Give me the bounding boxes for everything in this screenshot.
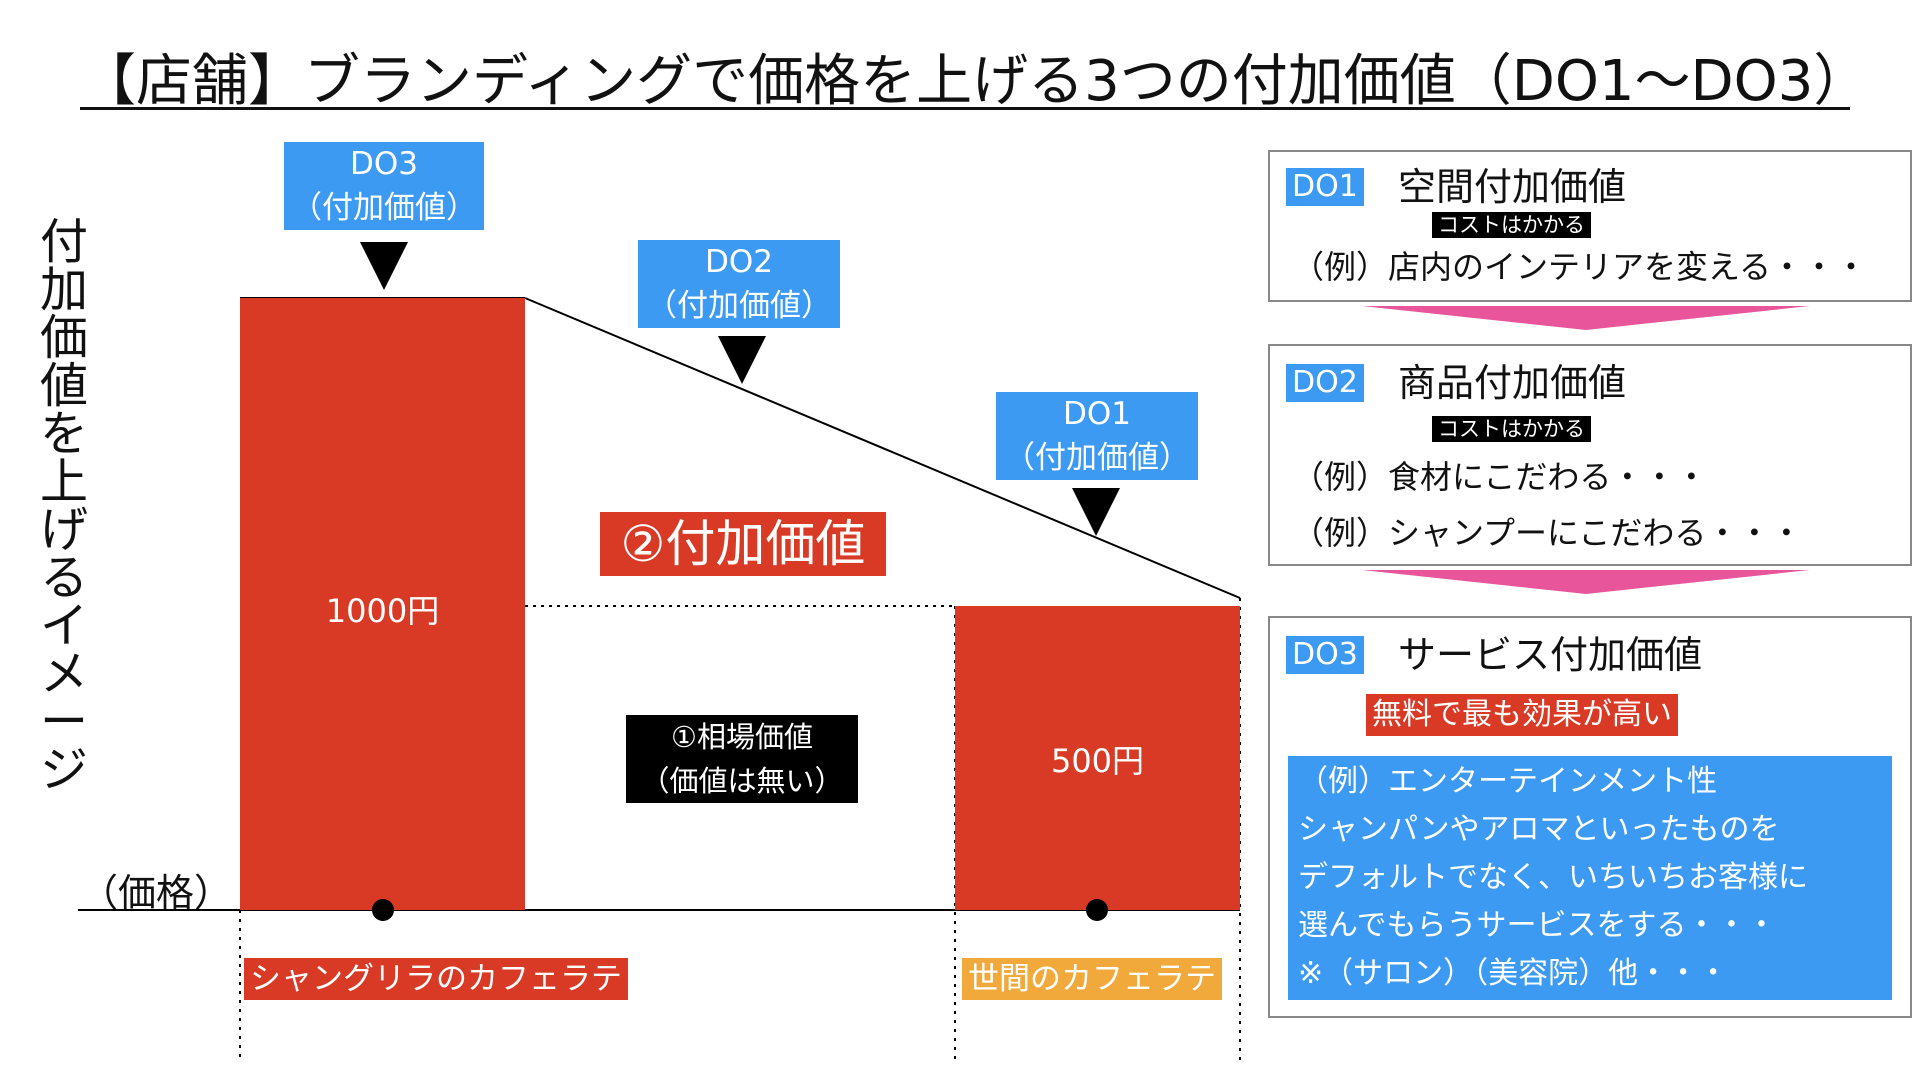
- do-tag-sub: （付加価値）: [291, 190, 477, 226]
- baseline-dot: [1086, 899, 1108, 921]
- y-axis-char: 付: [39, 214, 88, 270]
- panel-code-badge: DO1: [1286, 168, 1364, 206]
- panel-code-badge: DO2: [1286, 364, 1364, 402]
- y-axis-char: げ: [39, 502, 88, 558]
- added-value-label: ②付加価値: [600, 512, 886, 576]
- product-label-market: 世間のカフェラテ: [962, 958, 1222, 1000]
- title-underline: [80, 107, 1850, 110]
- panel-do1: DO1 空間付加価値 コストはかかる （例）店内のインテリアを変える・・・: [1268, 150, 1912, 302]
- cost-badge: コストはかかる: [1432, 212, 1591, 238]
- baseline-dot: [372, 899, 394, 921]
- panel-code-badge: DO3: [1286, 636, 1364, 674]
- do3-arrow-icon: [360, 242, 408, 290]
- service-line: 選んでもらうサービスをする・・・: [1298, 908, 1777, 943]
- service-line: デフォルトでなく、いちいちお客様に: [1298, 860, 1808, 895]
- panel-title: 商品付加価値: [1398, 361, 1627, 405]
- y-axis-label: 付 加 価 値 を 上 げ る イ メ ー ジ: [34, 218, 94, 794]
- y-axis-char: イ: [39, 598, 88, 654]
- y-axis-char: 上: [39, 454, 88, 510]
- y-axis-char: 値: [39, 358, 88, 414]
- cost-badge: コストはかかる: [1432, 416, 1591, 442]
- added-value-diagonal: [524, 297, 1241, 599]
- y-axis-char: る: [39, 550, 88, 606]
- price-axis-label: （価格）: [80, 871, 233, 915]
- free-highlight-badge: 無料で最も効果が高い: [1366, 694, 1678, 736]
- price-bar-market: 500円: [955, 606, 1240, 910]
- product-label-shangrila: シャングリラのカフェラテ: [244, 958, 628, 1000]
- pink-arrow-icon: [1362, 306, 1810, 330]
- panel-do3: DO3 サービス付加価値 無料で最も効果が高い （例）エンターテインメント性 シ…: [1268, 616, 1912, 1018]
- do1-arrow-icon: [1072, 488, 1120, 536]
- do-tag-code: DO3: [350, 146, 418, 182]
- do2-arrow-icon: [718, 336, 766, 384]
- do-tag-code: DO1: [1063, 396, 1131, 432]
- page-title: 【店舗】ブランディングで価格を上げる3つの付加価値（DO1〜DO3）: [80, 49, 1870, 114]
- market-value-box: ①相場価値 （価値は無い）: [626, 715, 858, 803]
- y-axis-char: ジ: [39, 742, 88, 798]
- y-axis-char: 価: [39, 310, 88, 366]
- panel-example: （例）シャンプーにこだわる・・・: [1292, 514, 1803, 552]
- panel-example: （例）食材にこだわる・・・: [1292, 458, 1708, 496]
- bar-value-label: 1000円: [325, 592, 440, 630]
- service-example-box: （例）エンターテインメント性 シャンパンやアロマといったものを デフォルトでなく…: [1288, 756, 1892, 1000]
- market-value-note: （価値は無い）: [640, 764, 844, 798]
- do1-tag: DO1 （付加価値）: [996, 392, 1198, 480]
- do3-tag: DO3 （付加価値）: [284, 142, 484, 230]
- pink-arrow-icon: [1362, 570, 1810, 594]
- panel-title: サービス付加価値: [1398, 633, 1703, 677]
- do2-tag: DO2 （付加価値）: [638, 240, 840, 328]
- service-line: ※（サロン）（美容院）他・・・: [1298, 956, 1729, 991]
- do-tag-sub: （付加価値）: [646, 288, 832, 324]
- service-line: シャンパンやアロマといったものを: [1298, 812, 1780, 847]
- panel-title: 空間付加価値: [1398, 165, 1627, 209]
- bar-value-label: 500円: [1050, 742, 1145, 780]
- service-line: （例）エンターテインメント性: [1298, 764, 1718, 799]
- panel-example: （例）店内のインテリアを変える・・・: [1292, 248, 1868, 286]
- y-axis-char: ー: [39, 694, 88, 750]
- y-axis-char: 加: [39, 262, 88, 318]
- do-tag-code: DO2: [705, 244, 773, 280]
- y-axis-char: メ: [39, 646, 88, 702]
- panel-do2: DO2 商品付加価値 コストはかかる （例）食材にこだわる・・・ （例）シャンプ…: [1268, 344, 1912, 566]
- price-bar-shangrila: 1000円: [240, 298, 525, 910]
- market-value-title: ①相場価値: [671, 720, 813, 754]
- y-axis-char: を: [39, 406, 88, 462]
- do-tag-sub: （付加価値）: [1004, 440, 1190, 476]
